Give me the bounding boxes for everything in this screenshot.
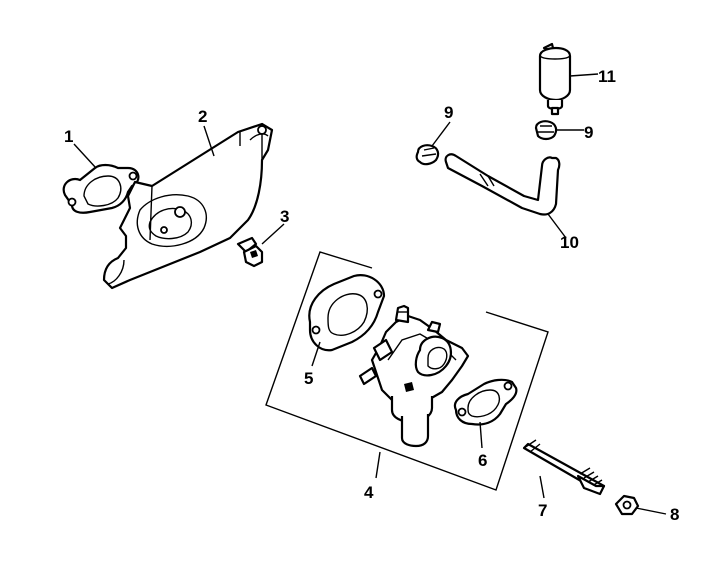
leader-9a [431,121,451,147]
bolt-3-icon [236,236,264,268]
callouts: 1 2 3 4 5 6 7 8 9 9 10 11 [64,67,679,524]
callout-8: 8 [670,505,679,524]
leader-8 [635,507,667,515]
callout-7: 7 [538,501,547,520]
leader-5 [311,341,321,367]
leader-7 [539,475,545,499]
leader-2 [203,125,215,157]
assembly-frame-4 [265,251,549,491]
callout-2: 2 [198,107,207,126]
callout-6: 6 [478,451,487,470]
leader-lines [73,73,667,515]
air-baffle-2-icon [102,122,274,290]
leader-3 [261,223,285,245]
gasket-5-icon [308,274,386,352]
leader-11 [569,73,599,77]
fuel-line-10-icon [444,153,561,216]
callout-5: 5 [304,369,313,388]
hose-clamp-9b-icon [534,120,558,141]
callout-9b: 9 [584,123,593,142]
nut-8-icon [614,494,640,516]
carburetor-icon [358,304,470,448]
gasket-6-icon [453,378,518,426]
leader-1 [73,143,97,169]
callout-1: 1 [64,127,73,146]
callout-9a: 9 [444,103,453,122]
callout-11: 11 [598,67,616,86]
leader-4 [375,451,381,479]
callout-10: 10 [560,233,579,252]
callout-4: 4 [364,483,374,502]
fuel-filter-11-icon [538,42,572,116]
callout-3: 3 [280,207,289,226]
leader-6 [479,421,483,449]
leader-10 [547,213,567,239]
gasket-1-icon [62,163,140,214]
stud-7-icon [522,439,606,496]
hose-clamp-9a-icon [415,144,440,166]
